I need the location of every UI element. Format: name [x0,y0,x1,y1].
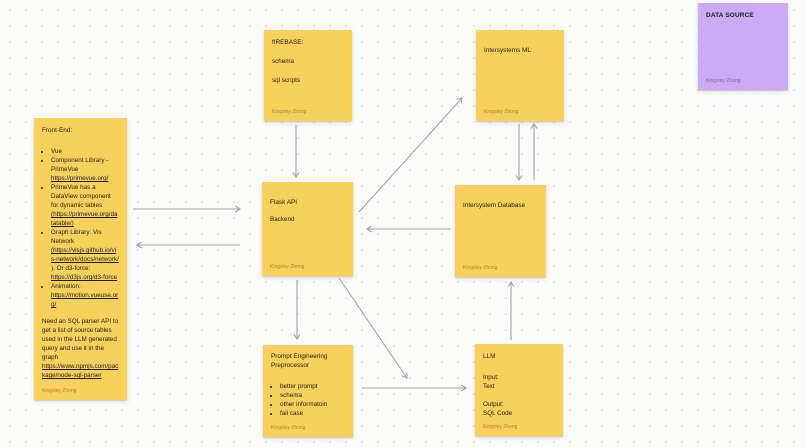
inline-link[interactable]: https://primevue.org/ [51,175,109,182]
sticky-author: Kingsley Zhong [706,78,741,84]
sticky-author: Kingsley Zhong [42,388,77,394]
sticky-note-flask-api[interactable]: Flask API Backend Kingsley Zhong [262,182,353,276]
sticky-note-intersystems-ml[interactable]: Intersystems ML Kingsley Zhong [476,30,564,121]
sticky-title: Prompt Engineering Preprocessor [271,353,328,369]
bullet-item: Vue [51,147,119,156]
inline-link[interactable]: https://www.npmjs.com/package/node-sql-p… [42,363,119,379]
sticky-note-prompt-preprocessor[interactable]: Prompt Engineering Preprocessor better p… [263,345,353,437]
bullet-item: better prompt [280,382,345,391]
bullet-item: Animation: https://motion.vueuse.org/ [51,282,119,309]
sticky-title: Flask API [270,199,297,206]
sticky-title: fIREBASE: [272,39,304,46]
inline-link[interactable]: https://motion.vueuse.org/ [51,292,119,308]
inline-link[interactable]: https://d3js.org/d3-force [51,274,118,281]
bullet-item: Graph Library: Vis Network (https://visj… [51,228,119,282]
connector-flask-api-to-intersystems-ml[interactable] [358,97,463,213]
sticky-body: VueComponent Library - PrimeVue https://… [42,135,119,380]
sticky-author: Kingsley Zhong [271,425,306,431]
bullet-item: fail case [280,409,345,418]
sticky-author: Kingsley Zhong [484,109,519,115]
sticky-author: Kingsley Zhong [270,264,305,270]
inline-link[interactable]: (https://visjs.github.io/vis-network/doc… [51,247,119,263]
bullet-item: Component Library - PrimeVue https://pri… [51,156,119,183]
sticky-note-data-source[interactable]: DATA SOURCE Kingsley Zhong [698,3,788,90]
sticky-author: Kingsley Zhong [272,109,307,115]
sticky-body: Backend [270,216,295,223]
sticky-note-front-end[interactable]: Front-End: VueComponent Library - PrimeV… [34,118,127,400]
sticky-title: Front-End: [42,127,73,134]
sticky-title: DATA SOURCE [706,12,754,19]
sticky-author: Kingsley Zhong [483,424,518,430]
bullet-item: other informatoin [280,400,345,409]
sticky-title: Intersystems ML [484,47,531,54]
inline-link[interactable]: (https://primevue.org/datatable/) [51,211,118,227]
sticky-title: Intersystem Database [463,202,526,209]
bullet-item: schema [280,391,345,400]
sticky-note-intersystem-database[interactable]: Intersystem Database Kingsley Zhong [455,185,546,277]
sticky-body: better promptschemaother informatoinfail… [271,370,345,418]
connector-flask-api-to-llm[interactable] [338,277,408,379]
bullet-item: PrimeVue has a DataView component for dy… [51,183,119,228]
sticky-author: Kingsley Zhong [463,265,498,271]
sticky-title: LLM [483,353,496,360]
